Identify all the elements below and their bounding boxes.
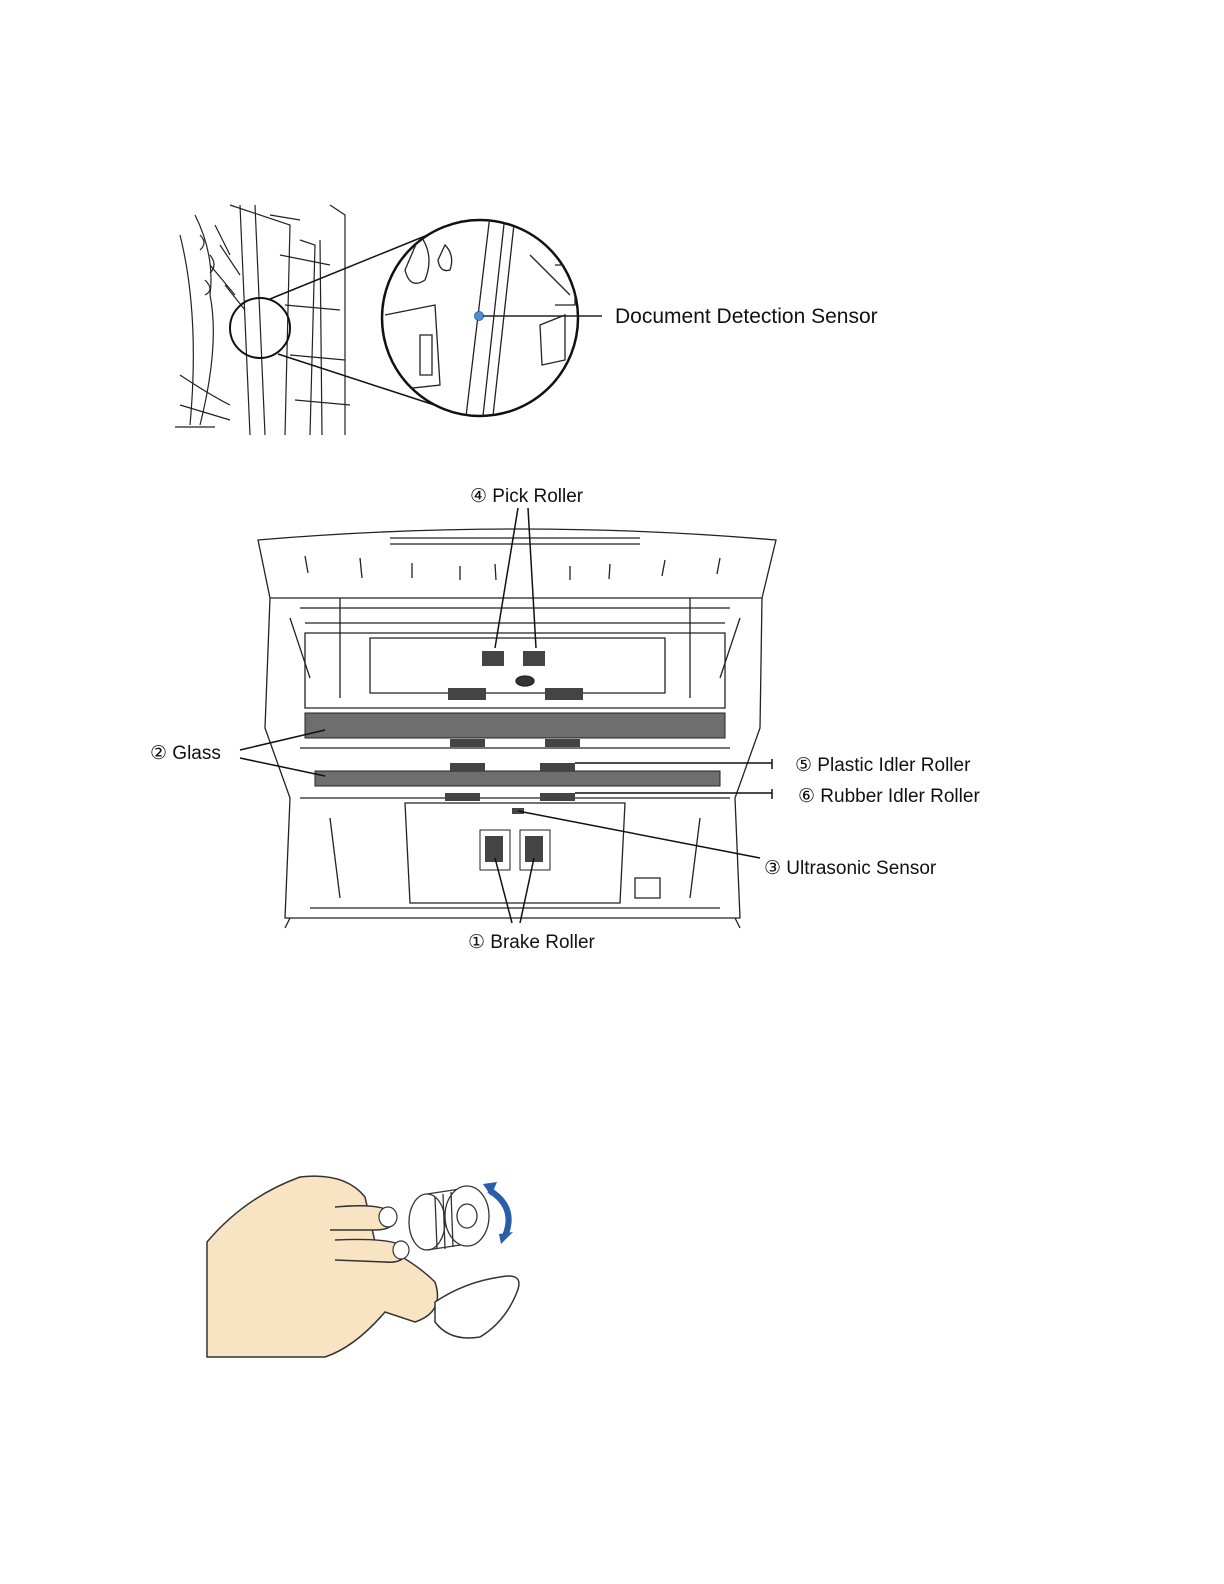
rotate-arrow-icon: [489, 1190, 509, 1236]
plastic-idler-roller-left: [450, 763, 485, 771]
scanner-interior-illustration: ④ Pick Roller ② Glass ⑤ Plastic Idler Ro…: [140, 478, 1020, 963]
roller-icon: [409, 1186, 489, 1250]
sensor-dot-icon: [475, 312, 484, 321]
glass-label: ② Glass: [150, 743, 221, 764]
pick-roller-label: ④ Pick Roller: [470, 486, 584, 507]
document-detection-sensor-label: Document Detection Sensor: [615, 305, 878, 328]
figure-scanner-interior: ④ Pick Roller ② Glass ⑤ Plastic Idler Ro…: [140, 478, 1020, 963]
rubber-idler-roller-left: [445, 793, 480, 801]
brake-rollers: [480, 830, 550, 870]
figure-document-detection-sensor: Document Detection Sensor: [170, 195, 930, 440]
ultrasonic-sensor-label: ③ Ultrasonic Sensor: [764, 858, 937, 879]
brake-roller-left: [485, 836, 503, 862]
pick-roller-right: [523, 651, 545, 666]
glass-lower: [315, 771, 720, 786]
hand-cleaning-illustration: [205, 1172, 525, 1362]
brake-roller-label: ① Brake Roller: [468, 932, 596, 953]
glass-upper: [305, 713, 725, 738]
plastic-idler-roller-right: [540, 763, 575, 771]
hand-icon: [207, 1176, 438, 1357]
pick-roller-left: [482, 651, 504, 666]
plastic-idler-roller-label: ⑤ Plastic Idler Roller: [795, 755, 971, 776]
scanner-closeup-drawing: [175, 205, 350, 435]
rubber-idler-roller-label: ⑥ Rubber Idler Roller: [798, 786, 980, 807]
sensor-illustration: Document Detection Sensor: [170, 195, 930, 440]
figure-cleaning-roller: [205, 1172, 525, 1362]
rubber-idler-roller-right: [540, 793, 575, 801]
cloth-icon: [435, 1276, 519, 1338]
